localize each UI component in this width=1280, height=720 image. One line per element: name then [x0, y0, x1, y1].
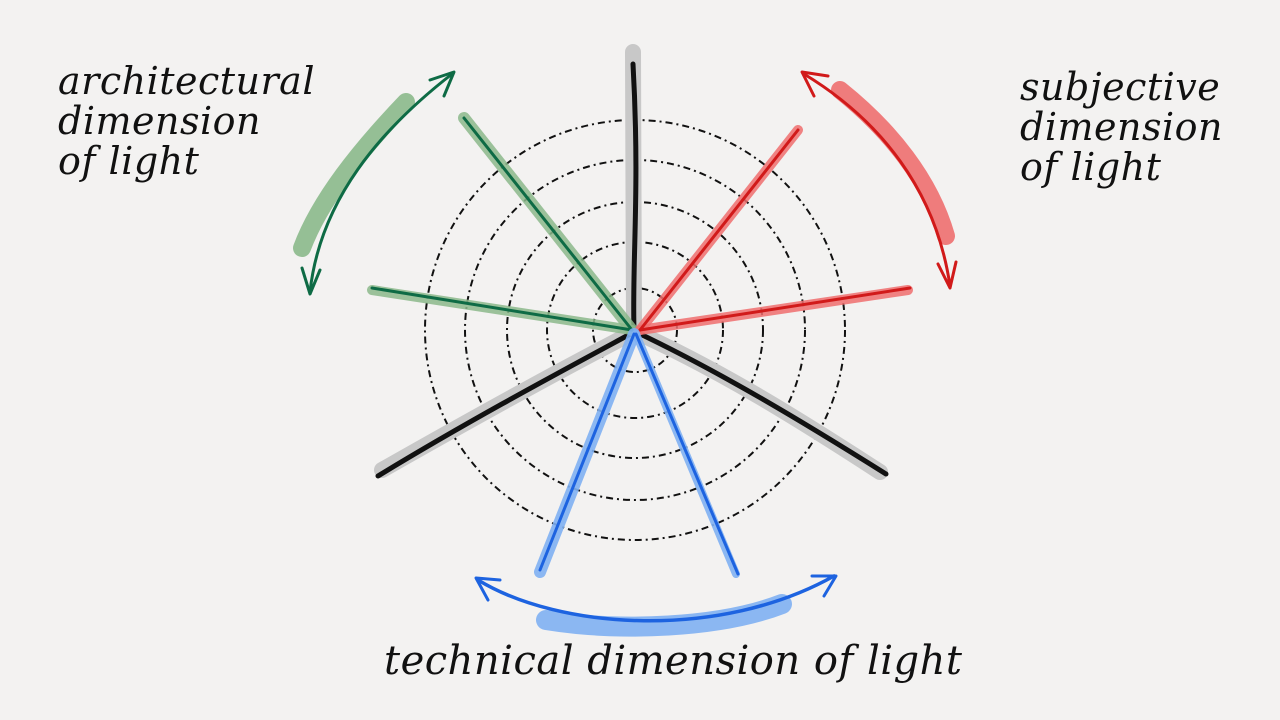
green-arrow-highlight	[293, 93, 415, 257]
red-arrow-head-bottom	[936, 260, 958, 290]
architectural-label-line-3: of light	[58, 138, 200, 183]
green-spoke-upper	[462, 116, 634, 332]
red-spoke-lower	[638, 286, 912, 332]
architectural-spokes	[367, 112, 638, 336]
blue-arrow-head-left	[474, 576, 502, 602]
green-arrow-head-bottom	[300, 266, 322, 296]
red-arrow-line	[802, 72, 952, 288]
architectural-arrow	[293, 70, 456, 296]
green-spoke-lower	[370, 286, 634, 332]
blue-arrow-head-right	[810, 574, 838, 598]
blue-arrow-highlight	[536, 594, 792, 637]
red-arrow-head-top	[800, 70, 830, 98]
ring-1	[592, 287, 678, 373]
architectural-label-line-1: architectural	[58, 59, 315, 103]
technical-dimension-label: technical dimension of light	[384, 638, 963, 684]
ring-3	[506, 201, 764, 459]
blue-spoke-right	[634, 332, 740, 576]
red-spoke-upper	[638, 128, 800, 332]
technical-spokes	[534, 328, 740, 578]
axis-left	[375, 329, 637, 479]
subjective-arrow	[800, 70, 958, 290]
blue-spoke-left	[538, 332, 636, 572]
main-axes	[374, 44, 889, 480]
axis-top	[630, 61, 639, 333]
red-arrow-highlight	[831, 81, 955, 245]
subjective-dimension-label: subjective dimension of light	[1020, 65, 1223, 189]
subjective-label-line-1: subjective	[1020, 65, 1221, 109]
technical-arrow	[474, 574, 838, 637]
subjective-label-line-2: dimension	[1020, 104, 1223, 149]
subjective-spokes	[635, 125, 913, 335]
architectural-label-line-2: dimension	[58, 98, 261, 143]
axis-right	[633, 329, 889, 477]
architectural-dimension-label: architectural dimension of light	[58, 59, 315, 183]
blue-arrow-line	[476, 574, 836, 623]
green-arrow-head-top	[428, 70, 456, 98]
green-arrow-line	[308, 72, 454, 294]
subjective-label-line-3: of light	[1020, 144, 1162, 189]
